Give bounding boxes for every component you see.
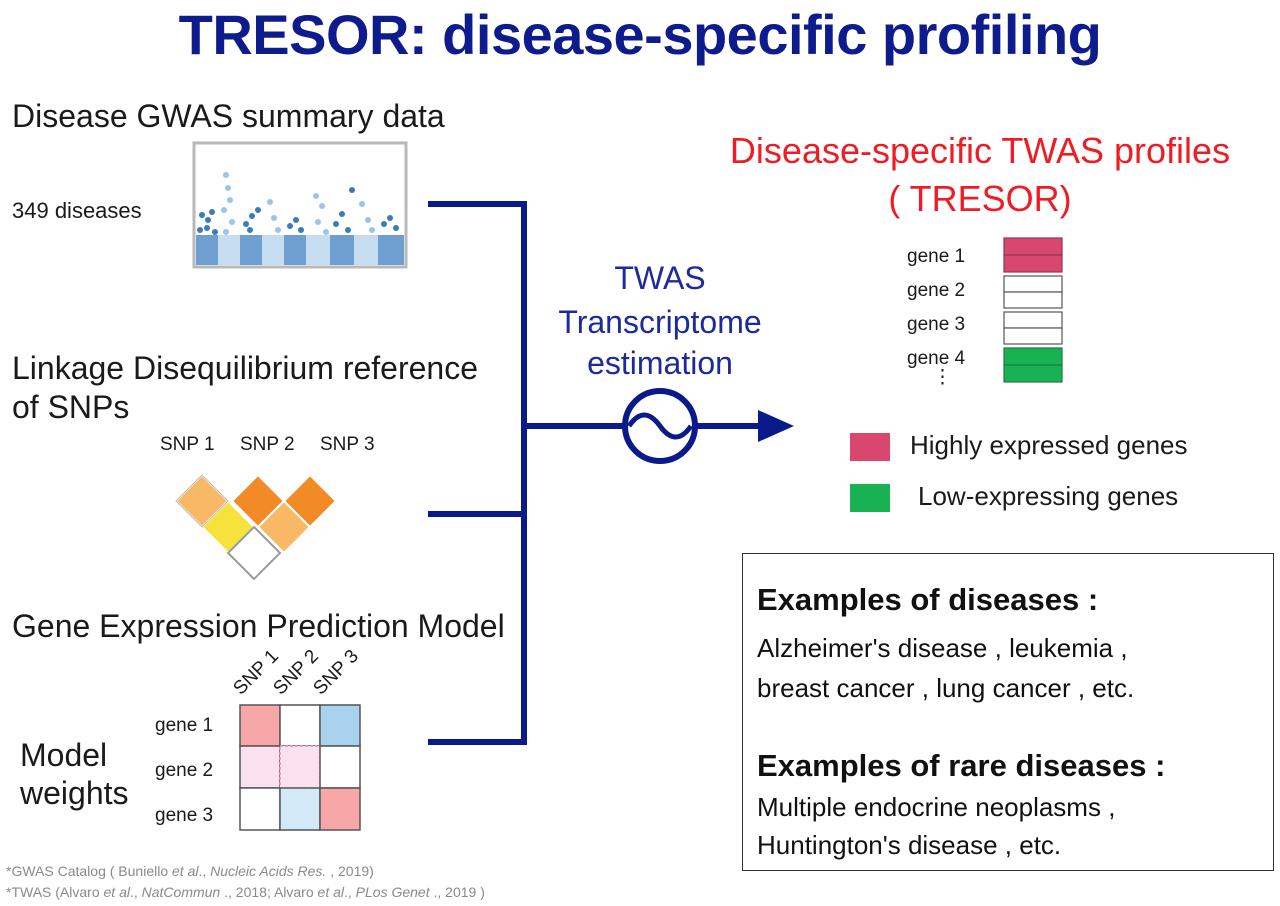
ld-heatmap xyxy=(174,473,338,581)
legend-high-swatch xyxy=(850,433,890,461)
ld-heading-line1: Linkage Disequilibrium reference xyxy=(12,350,479,386)
examples-rare-heading: Examples of rare diseases : xyxy=(757,748,1166,783)
examples-diseases-line2: breast cancer , lung cancer , etc. xyxy=(757,673,1135,703)
legend-low-swatch xyxy=(850,484,890,512)
output-more-genes: ⋮ xyxy=(933,367,952,388)
ld-snp1-label: SNP 1 xyxy=(160,434,215,455)
model-snp3-label: SNP 3 xyxy=(309,645,363,700)
model-gene1-label: gene 1 xyxy=(155,715,214,736)
process-line3: estimation xyxy=(587,345,733,381)
output-gene1-label: gene 1 xyxy=(907,246,966,267)
model-gene3-label: gene 3 xyxy=(155,805,214,826)
output-gene4-label: gene 4 xyxy=(907,348,966,369)
footnote-twas: *TWAS (Alvaro et al., NatCommun ., 2018;… xyxy=(6,884,485,900)
output-title-line2: ( TRESOR) xyxy=(888,178,1072,219)
legend-low-label: Low-expressing genes xyxy=(918,481,1179,511)
gwas-count-label: 349 diseases xyxy=(12,198,142,223)
examples-diseases-heading: Examples of diseases : xyxy=(757,582,1099,617)
model-snp1-label: SNP 1 xyxy=(229,645,283,700)
ld-heading-line2: of SNPs xyxy=(12,389,130,425)
output-title-line1: Disease-specific TWAS profiles xyxy=(729,130,1231,171)
model-gene2-label: gene 2 xyxy=(155,760,214,781)
footnote-gwas: *GWAS Catalog ( Buniello et al., Nucleic… xyxy=(6,863,374,879)
examples-diseases-line1: Alzheimer's disease , leukemia , xyxy=(757,633,1128,663)
model-weights-line1: Model xyxy=(20,737,108,773)
gwas-heading: Disease GWAS summary data xyxy=(12,98,445,134)
process-line1: TWAS xyxy=(614,260,706,296)
examples-box xyxy=(742,553,1274,871)
process-line2: Transcriptome xyxy=(558,304,762,340)
manhattan-plot-thumbnail xyxy=(192,141,408,269)
model-snp2-label: SNP 2 xyxy=(269,645,323,700)
pipeline-connector xyxy=(428,201,794,745)
output-gene3-label: gene 3 xyxy=(907,314,966,335)
model-weights-line2: weights xyxy=(20,775,129,811)
ld-snp3-label: SNP 3 xyxy=(320,434,375,455)
examples-rare-line2: Huntington's disease , etc. xyxy=(757,830,1062,860)
output-gene2-label: gene 2 xyxy=(907,280,966,301)
legend-high-label: Highly expressed genes xyxy=(910,430,1188,460)
model-weight-matrix xyxy=(239,704,361,831)
model-heading: Gene Expression Prediction Model xyxy=(12,608,505,644)
ld-snp2-label: SNP 2 xyxy=(240,434,295,455)
page-title: TRESOR: disease-specific profiling xyxy=(178,3,1102,66)
examples-rare-line1: Multiple endocrine neoplasms , xyxy=(757,792,1116,822)
output-profile-column xyxy=(1003,237,1063,383)
